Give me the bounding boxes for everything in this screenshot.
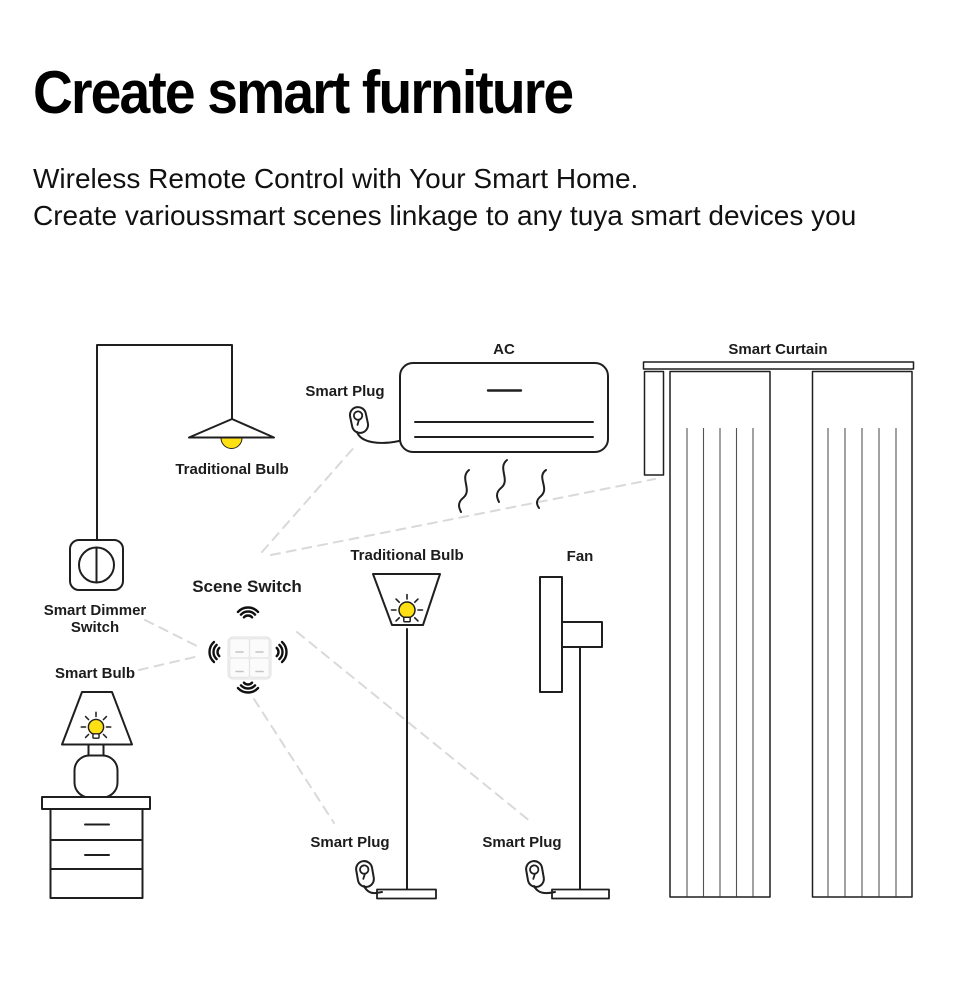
- hanging-bulb-icon: [220, 437, 243, 449]
- smart-dimmer-switch: Smart Dimmer Switch: [44, 539, 147, 636]
- smart-plug-lamp-label: Smart Plug: [310, 834, 389, 851]
- nightstand-top: [41, 796, 151, 810]
- lamp-wire: [96, 344, 233, 541]
- table-lamp-shade: [61, 691, 133, 746]
- smart-plug-ac-label: Smart Plug: [305, 383, 384, 400]
- wifi-signal-left-icon: [208, 640, 221, 664]
- subtitle-line-1: Wireless Remote Control with Your Smart …: [33, 163, 639, 194]
- subtitle-line-2: Create varioussmart scenes linkage to an…: [33, 200, 857, 231]
- floor-bulb-label: Traditional Bulb: [350, 547, 463, 564]
- smart-plug-lamp-cable: [363, 885, 383, 895]
- table-lamp-body: [73, 754, 119, 799]
- curtain-folds-left: [686, 428, 754, 897]
- link-scene-to-ac-plug: [261, 443, 358, 553]
- link-scene-to-curtain: [270, 478, 656, 556]
- scene-switch-button-1: [229, 638, 250, 659]
- curtain-motor: [643, 370, 665, 476]
- airflow-wave-1: [458, 469, 470, 513]
- smart-curtain-label: Smart Curtain: [728, 341, 827, 358]
- table-lamp: Smart Bulb: [55, 665, 135, 799]
- nightstand: [41, 796, 151, 899]
- smart-bulb-label: Smart Bulb: [55, 665, 135, 682]
- smart-curtain: Smart Curtain: [642, 341, 915, 898]
- connection-lines: [138, 443, 656, 824]
- smart-plug-fan-icon: [523, 858, 547, 890]
- fan-label: Fan: [567, 548, 594, 565]
- link-scene-to-dimmer: [144, 619, 200, 648]
- smart-plug-lamp: Smart Plug: [310, 834, 390, 895]
- scene-switch-button-2: [249, 638, 270, 659]
- curtain-rail: [642, 361, 915, 370]
- scene-switch-button-3: [229, 657, 250, 678]
- hanging-bulb-label: Traditional Bulb: [175, 461, 288, 478]
- table-lamp-neck: [87, 743, 105, 757]
- curtain-folds-right: [827, 428, 897, 897]
- dimmer-label-line1: Smart Dimmer: [44, 602, 147, 619]
- page-title: Create smart furniture: [33, 59, 574, 126]
- fan: Fan: [539, 548, 610, 900]
- smart-plug-lamp-icon: [353, 858, 377, 890]
- link-scene-to-smart-bulb: [138, 655, 200, 671]
- smart-plug-ac-cable: [356, 431, 400, 444]
- floor-lamp: Traditional Bulb: [350, 547, 464, 900]
- link-scene-to-fan-plug: [296, 631, 532, 823]
- ac-label: AC: [493, 341, 515, 358]
- scene-switch-label: Scene Switch: [192, 577, 302, 596]
- fan-motor: [561, 621, 603, 648]
- scene-switch-button-4: [249, 657, 270, 678]
- smart-plug-fan-label: Smart Plug: [482, 834, 561, 851]
- wifi-signal-right-icon: [275, 640, 288, 664]
- link-scene-to-lamp-plug: [253, 698, 335, 824]
- floor-lamp-base: [376, 888, 437, 900]
- smart-plug-ac-icon: [347, 404, 371, 436]
- wifi-signal-top-icon: [236, 606, 260, 619]
- ac-body: [399, 362, 609, 453]
- airflow-wave-2: [496, 459, 508, 503]
- hanging-lamp: Traditional Bulb: [96, 344, 289, 541]
- smart-plug-ac: Smart Plug: [305, 383, 400, 444]
- nightstand-body: [49, 808, 144, 899]
- page-subtitle: Wireless Remote Control with Your Smart …: [33, 160, 856, 234]
- smart-plug-fan-cable: [533, 885, 556, 895]
- scene-switch: Scene Switch: [192, 577, 302, 694]
- fan-base: [551, 888, 610, 900]
- dimmer-label-line2: Switch: [71, 619, 119, 636]
- wifi-signal-bottom-icon: [236, 681, 260, 694]
- ac-unit: AC: [399, 341, 609, 513]
- smart-plug-fan: Smart Plug: [482, 834, 562, 895]
- hanging-lamp-shade: [188, 418, 275, 439]
- fan-blade-housing: [539, 576, 563, 693]
- airflow-wave-3: [536, 469, 547, 509]
